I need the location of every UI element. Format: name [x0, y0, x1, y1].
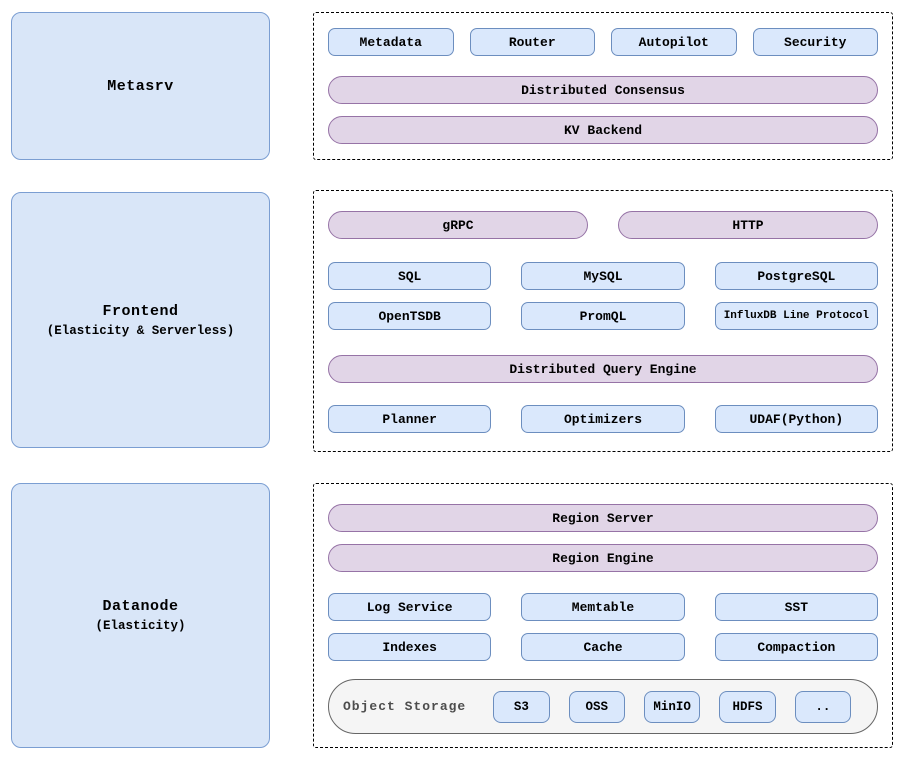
- metasrv-node: Metasrv: [11, 12, 270, 160]
- layer-region-engine: Region Engine: [328, 544, 878, 572]
- node-cache: Cache: [521, 633, 685, 661]
- layer-distributed-query-engine: Distributed Query Engine: [328, 355, 878, 383]
- frontend-protocols-row: gRPC HTTP: [328, 211, 878, 239]
- node-router: Router: [469, 28, 595, 56]
- node-mysql: MySQL: [521, 262, 685, 290]
- node-postgresql: PostgreSQL: [714, 262, 878, 290]
- layer-region-server: Region Server: [328, 504, 878, 532]
- datanode-components-row1: Log Service Memtable SST: [328, 593, 878, 621]
- node-memtable: Memtable: [521, 593, 685, 621]
- node-opentsdb: OpenTSDB: [328, 302, 492, 330]
- node-s3: S3: [493, 690, 550, 723]
- node-sst: SST: [714, 593, 878, 621]
- node-indexes: Indexes: [328, 633, 492, 661]
- metasrv-components-row: Metadata Router Autopilot Security: [328, 28, 878, 56]
- node-autopilot: Autopilot: [611, 28, 737, 56]
- datanode-group: Region Server Region Engine Log Service …: [313, 483, 893, 748]
- node-influxdb-line-protocol: InfluxDB Line Protocol: [714, 302, 878, 330]
- node-log-service: Log Service: [328, 593, 492, 621]
- frontend-query-row2: OpenTSDB PromQL InfluxDB Line Protocol: [328, 302, 878, 330]
- frontend-query-row1: SQL MySQL PostgreSQL: [328, 262, 878, 290]
- node-security: Security: [752, 28, 878, 56]
- node-oss: OSS: [568, 690, 625, 723]
- node-sql: SQL: [328, 262, 492, 290]
- layer-grpc: gRPC: [328, 211, 588, 239]
- datanode-components-row2: Indexes Cache Compaction: [328, 633, 878, 661]
- metasrv-group: Metadata Router Autopilot Security Distr…: [313, 12, 893, 160]
- object-storage-container: Object Storage S3 OSS MinIO HDFS ..: [328, 679, 878, 734]
- node-optimizers: Optimizers: [521, 405, 685, 433]
- node-minio: MinIO: [643, 690, 701, 723]
- datanode-node-sublabel: (Elasticity): [95, 619, 186, 633]
- layer-distributed-consensus: Distributed Consensus: [328, 76, 878, 104]
- metasrv-node-label: Metasrv: [107, 77, 174, 95]
- node-other-storage: ..: [794, 690, 852, 723]
- node-metadata: Metadata: [328, 28, 454, 56]
- datanode-node: Datanode (Elasticity): [11, 483, 270, 748]
- object-storage-label: Object Storage: [343, 699, 467, 714]
- node-hdfs: HDFS: [719, 690, 776, 723]
- frontend-group: gRPC HTTP SQL MySQL PostgreSQL OpenTSDB …: [313, 190, 893, 452]
- node-udaf-python: UDAF(Python): [714, 405, 878, 433]
- frontend-node: Frontend (Elasticity & Serverless): [11, 192, 270, 448]
- node-compaction: Compaction: [714, 633, 878, 661]
- layer-http: HTTP: [618, 211, 878, 239]
- frontend-node-label: Frontend: [102, 302, 179, 320]
- datanode-node-label: Datanode: [102, 598, 179, 615]
- layer-kv-backend: KV Backend: [328, 116, 878, 144]
- frontend-node-sublabel: (Elasticity & Serverless): [46, 323, 235, 338]
- node-planner: Planner: [328, 405, 492, 433]
- node-promql: PromQL: [521, 302, 685, 330]
- frontend-engine-components-row: Planner Optimizers UDAF(Python): [328, 405, 878, 433]
